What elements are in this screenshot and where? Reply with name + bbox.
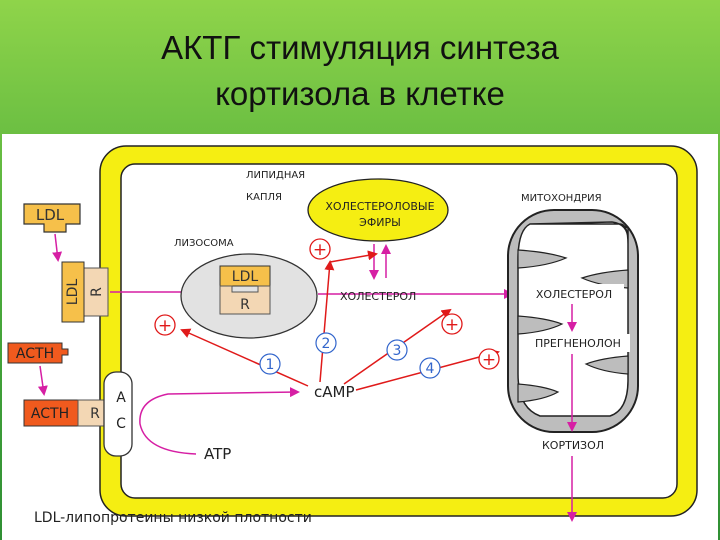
pregnenolone-bg [526, 334, 630, 352]
crista-4 [584, 355, 629, 375]
regulation-arrow-2 [319, 260, 335, 383]
pregnenolone-label: ПРЕГНЕНОЛОН [535, 337, 621, 350]
camp-label: cAMP [314, 383, 355, 401]
lysosome-label: ЛИЗОСОМА [174, 238, 234, 249]
cholesterol-esters-line-1: ХОЛЕСТЕРОЛОВЫЕ [325, 200, 434, 213]
lipid-droplet-label-line-1: ЛИПИДНАЯ [246, 170, 305, 181]
step-4-label: 4 [426, 361, 435, 377]
plus-sign-3: + [445, 315, 459, 335]
acth-hormone-label: ACTH [16, 346, 54, 362]
step-3-circle [386, 339, 408, 361]
step-4-circle [419, 357, 441, 379]
step-2-circle [315, 332, 337, 354]
plus-sign-4-circle [478, 348, 500, 370]
cholesterol-esters-line-2: ЭФИРЫ [359, 216, 401, 229]
cholesterol-label: ХОЛЕСТЕРОЛ [340, 290, 416, 303]
step-2-label: 2 [322, 336, 331, 352]
ldl-particle-label: LDL [36, 206, 65, 224]
mitochondria-label: МИТОХОНДРИЯ [521, 193, 602, 204]
crista-3 [517, 315, 564, 335]
mito-cholesterol-bg [524, 284, 624, 302]
plus-sign-2-circle [309, 238, 331, 260]
regulation-arrow-2-tip [329, 250, 378, 263]
acth-binding-arrow [37, 365, 48, 396]
plus-sign-1: + [158, 316, 172, 336]
acth-bound-label: ACTH [31, 406, 69, 422]
atp-to-camp-arrow [139, 387, 300, 455]
atp-label: ATP [204, 445, 231, 463]
crista-5 [517, 383, 560, 403]
lipid-droplet [307, 178, 449, 242]
bound-ldl [61, 261, 85, 323]
bound-ldl-label: LDL [65, 279, 81, 306]
crista-1 [517, 249, 568, 269]
lysosome-ldl [219, 265, 271, 287]
plus-sign-3-circle [441, 313, 463, 335]
plus-sign-1-circle [154, 314, 176, 336]
adenylate-cyclase [103, 371, 133, 457]
slide-title-line-2: кортизола в клетке [215, 75, 505, 112]
regulation-arrow-1 [180, 328, 309, 387]
step-1-label: 1 [266, 357, 275, 373]
adenylate-cyclase-a: A [116, 390, 126, 406]
adenylate-cyclase-c: C [116, 416, 126, 432]
lysosome-ldl-label: LDL [232, 269, 259, 285]
step-3-label: 3 [393, 343, 402, 359]
ldl-receptor-label: R [89, 287, 105, 297]
cortisol-label: КОРТИЗОЛ [542, 439, 604, 452]
plus-sign-2: + [313, 240, 327, 260]
slide-title-line-1: АКТГ стимуляция синтеза [161, 29, 559, 66]
ldl-binding-arrow [52, 233, 63, 262]
lysosome-receptor-label: R [240, 297, 250, 313]
lysosome-receptor [219, 285, 271, 315]
plus-sign-4: + [482, 350, 496, 370]
acth-receptor-label: R [90, 406, 100, 422]
ldl-particle [23, 203, 81, 233]
acth-hormone [7, 342, 69, 364]
lipid-droplet-label-line-2: КАПЛЯ [246, 192, 282, 203]
mito-cholesterol-label: ХОЛЕСТЕРОЛ [536, 288, 612, 301]
footnote: LDL-липопротеины низкой плотности [34, 510, 312, 526]
step-1-circle [259, 353, 281, 375]
